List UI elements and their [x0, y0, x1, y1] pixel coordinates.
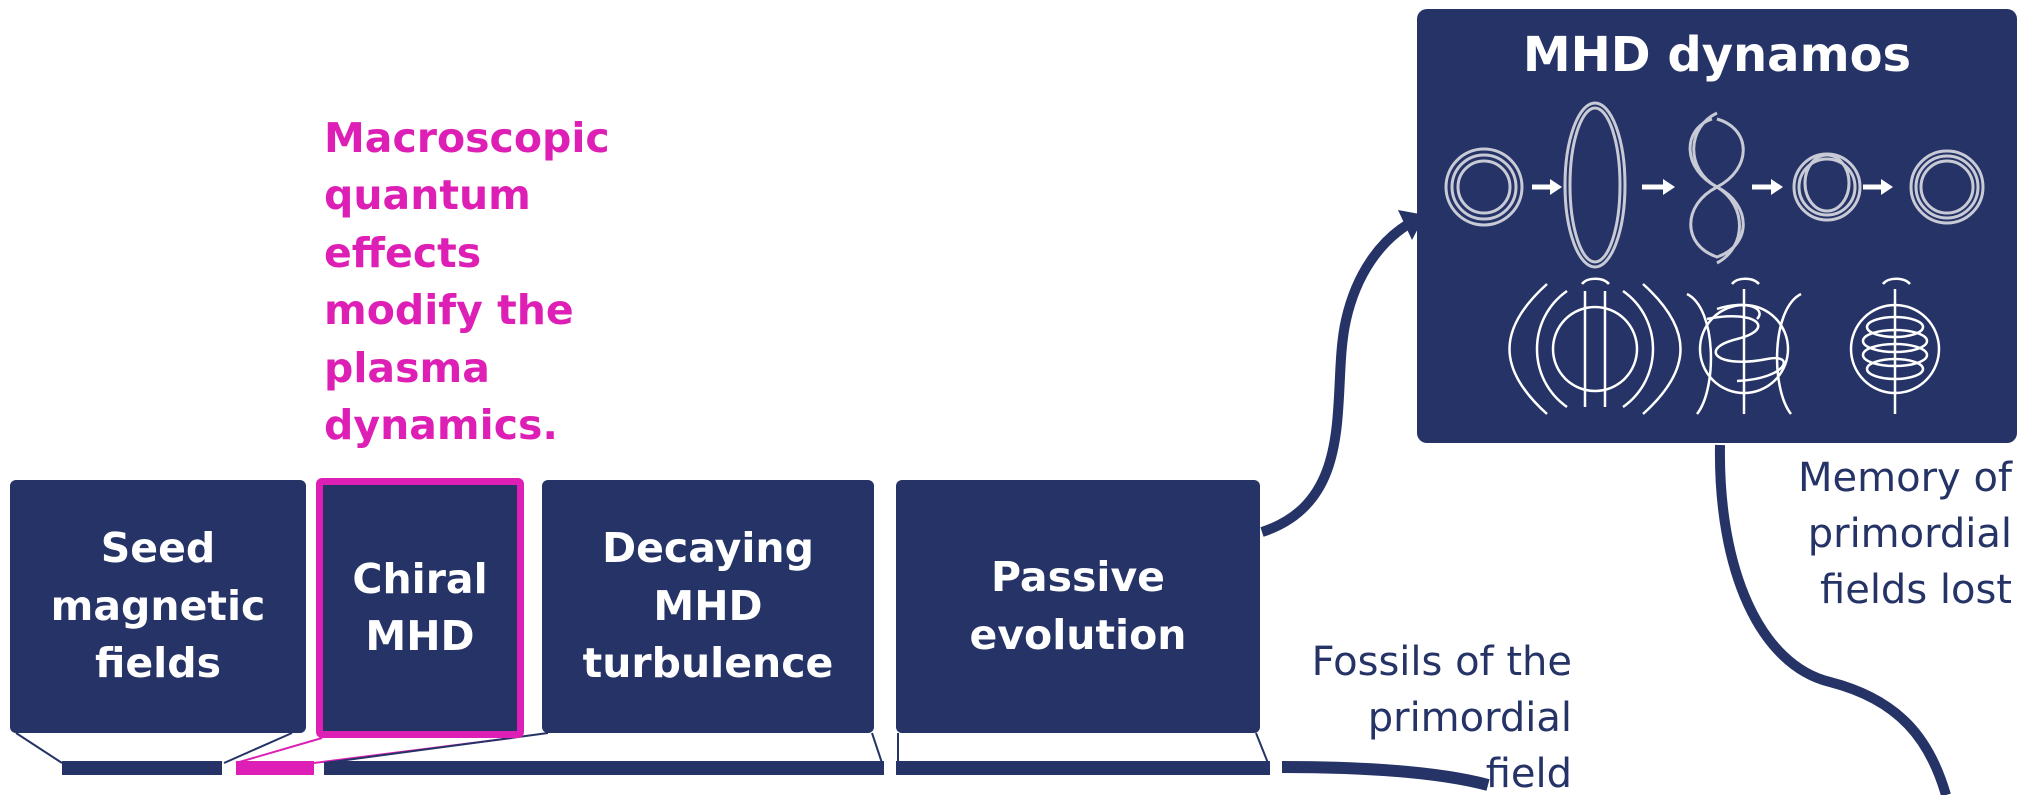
connector-turbulence-right: [871, 732, 883, 764]
arrow-right-icon: [1771, 179, 1783, 195]
connector-turbulence-left: [323, 732, 549, 764]
arrow-right-icon: [1550, 179, 1562, 195]
loop-stage-4-icon: [1792, 152, 1862, 222]
connector-seed-right: [223, 732, 293, 764]
loop-stage-2-icon: [1563, 101, 1627, 269]
stage-decaying-mhd-turbulence: Decaying MHD turbulence: [542, 480, 874, 733]
connector-passive-right: [1255, 732, 1269, 764]
connector-chiral-left: [235, 737, 323, 764]
stage-label: Chiral MHD: [352, 554, 488, 660]
mhd-dynamos-panel: MHD dynamos: [1417, 9, 2017, 443]
stage-seed-magnetic-fields: Seed magnetic fields: [10, 480, 306, 733]
stage-label: Seed magnetic fields: [50, 524, 266, 688]
fossils-note: Fossils of the primordial field: [1311, 639, 1572, 797]
loop-stage-5-icon: [1909, 149, 1985, 225]
loop-stage-3-icon: [1688, 111, 1745, 265]
poloidal-field-icon: [1508, 277, 1682, 415]
stage-label: Passive evolution: [969, 553, 1187, 659]
arrow-right-icon: [1881, 179, 1893, 195]
arrow-to-dynamos: [1260, 217, 1415, 537]
timeline-bar-turbulence: [324, 761, 884, 775]
stage-chiral-mhd: Chiral MHD: [316, 478, 524, 738]
timeline-bar-chiral: [236, 761, 314, 775]
dynamo-illustration: [1444, 101, 1985, 415]
stage-label: Decaying MHD turbulence: [582, 524, 834, 688]
memory-lost-curve: [1714, 444, 1951, 795]
memory-lost-note: Memory of primordial fields lost: [1798, 455, 2012, 613]
timeline-bar-fossil-curve: [1281, 761, 1490, 791]
timeline-bar-passive: [896, 761, 1270, 775]
arrow-right-icon: [1663, 179, 1675, 195]
connector-seed-left: [15, 732, 63, 764]
loop-stage-1-icon: [1444, 147, 1524, 227]
timeline-bar-seed: [62, 761, 222, 775]
winding-field-icon: [1686, 277, 1802, 415]
toroidal-field-icon: [1849, 277, 1941, 414]
quantum-effects-note: Macroscopic quantum effects modify the p…: [324, 114, 610, 449]
dynamos-title: MHD dynamos: [1522, 27, 1912, 83]
stage-passive-evolution: Passive evolution: [896, 480, 1260, 733]
